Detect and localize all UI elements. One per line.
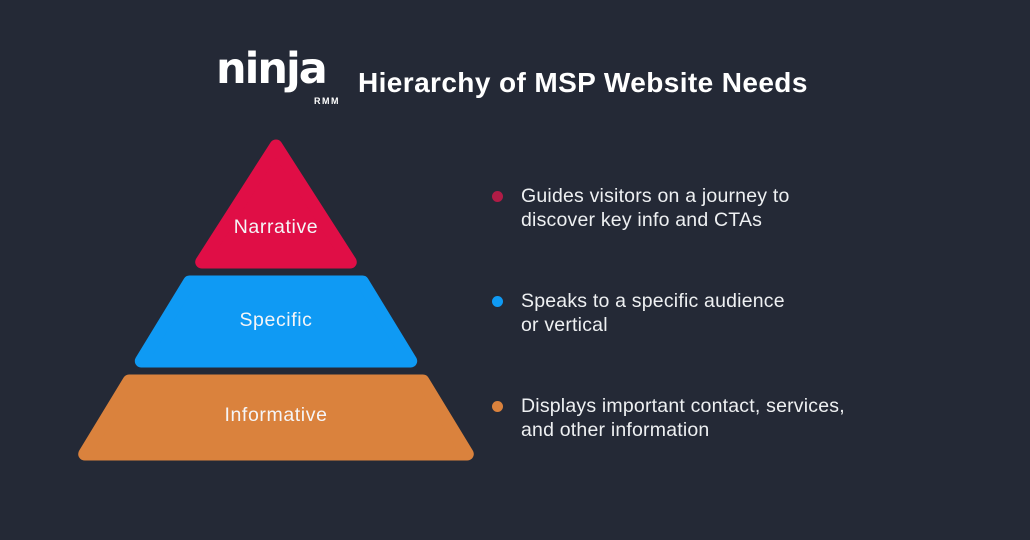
ninja-rmm-logo: ninja RMM <box>216 48 346 112</box>
bullet-line: Displays important contact, services, <box>521 395 845 417</box>
bullet-item-specific: Speaks to a specific audience or vertica… <box>492 289 785 337</box>
pyramid-label-narrative: Narrative <box>234 216 319 238</box>
informative-bullet-dot <box>492 401 503 412</box>
bullet-item-informative: Displays important contact, services, an… <box>492 394 845 442</box>
specific-bullet-dot <box>492 296 503 307</box>
narrative-bullet-dot <box>492 191 503 202</box>
informative-bullet-text: Displays important contact, services, an… <box>521 394 845 442</box>
pyramid-level-specific <box>134 275 418 368</box>
bullet-item-narrative: Guides visitors on a journey to discover… <box>492 184 790 232</box>
bullet-line: discover key info and CTAs <box>521 209 763 231</box>
pyramid-level-informative <box>78 374 474 461</box>
pyramid-label-informative: Informative <box>224 404 327 426</box>
narrative-bullet-text: Guides visitors on a journey to discover… <box>521 184 790 232</box>
page-title: Hierarchy of MSP Website Needs <box>358 67 808 98</box>
bullet-line: and other information <box>521 419 710 441</box>
logo-sub-text: RMM <box>314 96 340 106</box>
pyramid-level-narrative <box>195 139 357 269</box>
specific-bullet-text: Speaks to a specific audience or vertica… <box>521 289 785 337</box>
bullet-line: or vertical <box>521 314 608 336</box>
pyramid-label-specific: Specific <box>239 309 312 331</box>
logo-brand-text: ninja <box>216 44 328 94</box>
bullet-line: Guides visitors on a journey to <box>521 185 790 207</box>
bullet-line: Speaks to a specific audience <box>521 290 785 312</box>
